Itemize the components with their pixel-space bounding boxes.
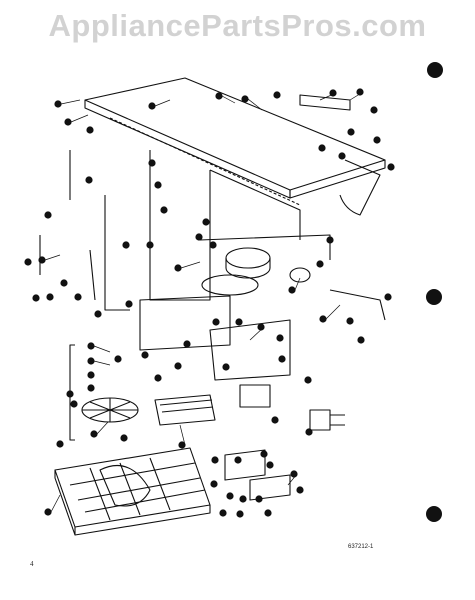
compressor-relay <box>239 384 271 408</box>
lower-chassis <box>139 295 231 351</box>
binder-hole-icon <box>427 62 443 78</box>
watermark-text: AppliancePartsPros.com <box>48 8 427 43</box>
front-grille-tray <box>54 447 211 528</box>
top-cover-edge <box>84 100 291 199</box>
switch-plate <box>224 449 266 481</box>
binder-hole-icon <box>426 506 442 522</box>
diagram-code: 637212-1 <box>348 544 374 550</box>
base-plate <box>209 319 291 381</box>
motor-housing <box>289 267 311 283</box>
top-cover-edge-right <box>289 160 386 199</box>
part-callouts <box>24 88 395 518</box>
page-mark: 4 <box>30 560 34 568</box>
fan-blower <box>225 247 271 269</box>
louver <box>154 394 216 426</box>
side-cover <box>339 159 381 216</box>
leader-lines <box>44 91 364 513</box>
mounting-strap <box>329 289 386 321</box>
drip-ring <box>201 274 259 296</box>
top-cover-panel <box>84 77 386 191</box>
terminal-block <box>309 409 331 431</box>
center-bracket <box>199 234 331 260</box>
top-bracket <box>299 94 351 111</box>
control-switch <box>249 474 291 501</box>
binder-hole-icon <box>426 289 442 305</box>
side-frame <box>149 150 211 301</box>
left-bracket <box>104 195 130 311</box>
